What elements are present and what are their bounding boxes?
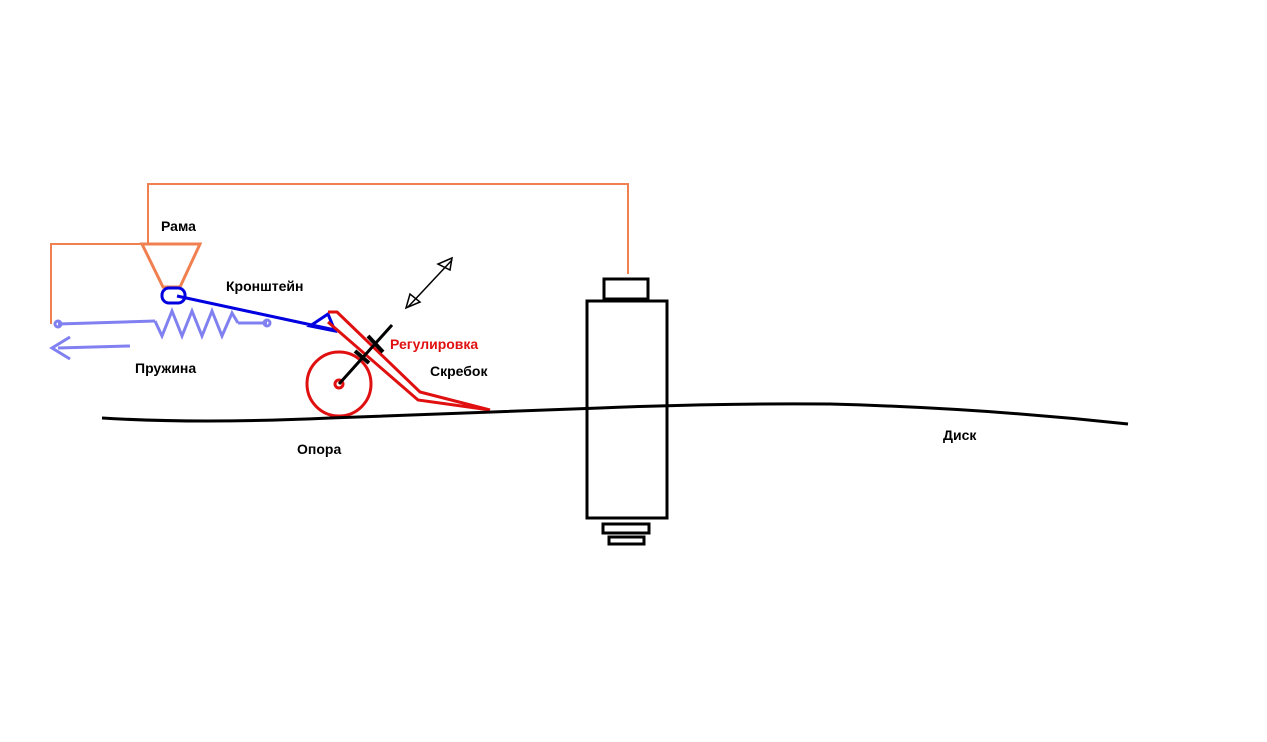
spring-rod-left — [57, 319, 156, 326]
cylinder-body — [585, 299, 669, 520]
spring-force-arrow-head — [49, 335, 71, 361]
scraper — [305, 310, 491, 418]
adjustment-direction-arrow — [404, 256, 453, 310]
bracket — [160, 286, 338, 334]
bracket-tip — [306, 311, 338, 334]
label-spring: Пружина — [135, 360, 196, 376]
label-adjustment: Регулировка — [390, 336, 478, 352]
support-wheel-axle — [333, 378, 345, 390]
label-bracket: Кронштейн — [226, 278, 303, 294]
cylinder — [585, 277, 669, 546]
spring-force-arrow-shaft — [57, 344, 131, 350]
support-wheel — [305, 350, 373, 418]
spring — [49, 306, 272, 361]
frame-top-rail — [147, 183, 629, 274]
frame-left-rail — [50, 243, 142, 324]
adjustment-screw — [337, 323, 394, 386]
spring-coil — [153, 306, 240, 341]
bracket-arm — [176, 294, 336, 332]
cylinder-top-cap — [602, 277, 650, 301]
frame — [50, 183, 629, 324]
bracket-pivot — [160, 286, 187, 305]
cylinder-bottom-cap — [601, 522, 651, 535]
label-scraper: Скребок — [430, 363, 488, 379]
frame-mount — [139, 242, 203, 289]
adjustment-nut-lower — [353, 349, 371, 365]
label-disc: Диск — [943, 427, 977, 443]
scraper-blade — [327, 310, 491, 412]
adjustment-nut-upper — [366, 334, 385, 354]
spring-end-left — [53, 319, 63, 329]
spring-end-right — [262, 318, 272, 328]
cylinder-bottom-plate — [607, 535, 646, 546]
disc-profile — [101, 402, 1129, 426]
label-frame: Рама — [161, 218, 196, 234]
label-support: Опора — [297, 441, 341, 457]
adjustment-rod — [337, 323, 394, 386]
disc — [101, 402, 1129, 426]
